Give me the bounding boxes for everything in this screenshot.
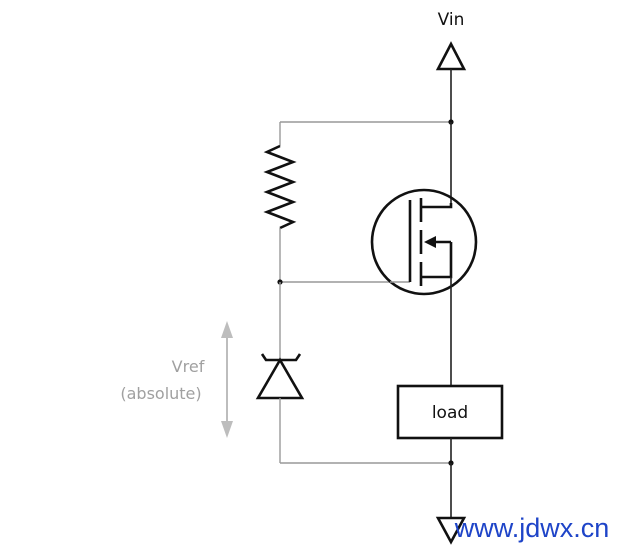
zener-diode-symbol — [255, 353, 305, 400]
resistor-zigzag — [263, 144, 297, 230]
load-box — [396, 384, 504, 440]
supply-label: Vin — [438, 10, 465, 30]
vref-label: Vref — [172, 357, 205, 376]
load-label: load — [432, 403, 468, 423]
ground-triangle-icon — [435, 516, 467, 545]
mosfet-symbol — [370, 122, 478, 300]
vref-sublabel: (absolute) — [120, 384, 201, 403]
watermark-text: www.jdwx.cn — [454, 513, 610, 543]
supply-triangle-icon — [435, 41, 467, 71]
vref-double-arrow-icon — [221, 321, 233, 438]
